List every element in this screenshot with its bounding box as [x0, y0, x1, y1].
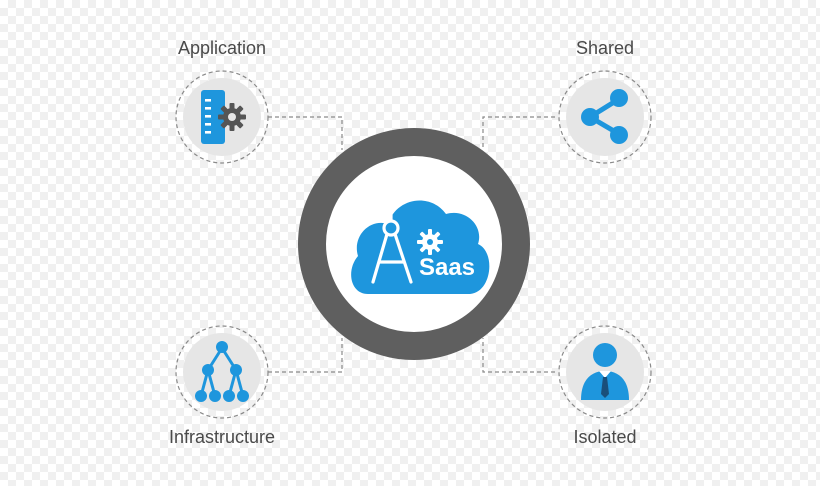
hierarchy-icon [195, 341, 249, 402]
connector-lines [268, 116, 555, 373]
gear-icon [417, 229, 443, 255]
connector-isolated [482, 338, 555, 373]
user-icon [581, 343, 629, 400]
application-label: Application [177, 38, 267, 58]
infrastructure-label: Infrastructure [168, 427, 276, 447]
connector-shared [482, 116, 555, 150]
infrastructure-node [175, 325, 269, 419]
app-settings-icon [201, 90, 246, 144]
isolated-node [558, 325, 652, 419]
cloud-text: Saas [419, 254, 475, 281]
connector-application [268, 116, 343, 150]
application-node [175, 70, 269, 164]
isolated-label: Isolated [573, 427, 637, 447]
shared-label: Shared [575, 38, 635, 58]
saas-cloud-icon: Saas [351, 200, 490, 294]
compass-icon [371, 210, 413, 284]
connector-infrastructure [268, 338, 343, 373]
share-icon [581, 89, 628, 144]
shared-node [558, 70, 652, 164]
